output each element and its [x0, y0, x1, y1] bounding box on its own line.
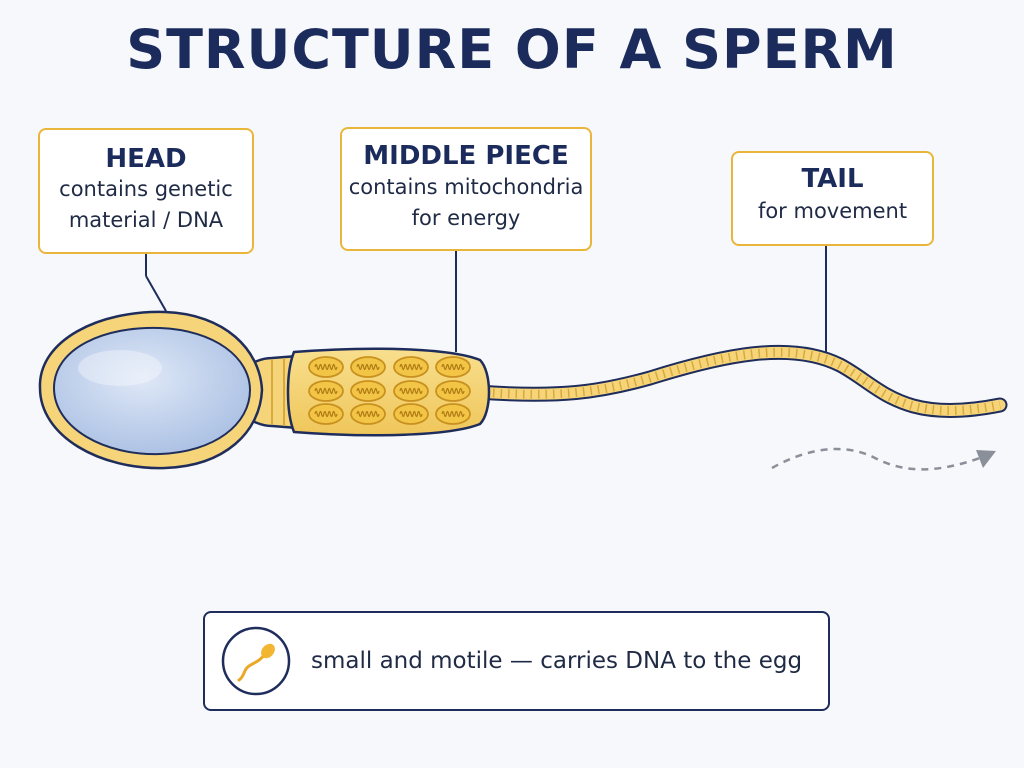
mitochondrion-icon: [350, 403, 386, 425]
summary-box: small and motile — carries DNA to the eg…: [203, 611, 830, 711]
mitochondrion-icon: [435, 356, 471, 378]
middle-piece-label-box: MIDDLE PIECE contains mitochondria for e…: [340, 127, 592, 251]
mitochondrion-icon: [393, 356, 429, 378]
head-label-box: HEAD contains genetic material / DNA: [38, 128, 254, 254]
mitochondrion-icon: [393, 403, 429, 425]
middle-piece-label-desc-line-1: contains mitochondria: [348, 175, 584, 199]
mitochondrion-icon: [350, 356, 386, 378]
head-leader-line-diagonal: [145, 275, 167, 312]
summary-text: small and motile — carries DNA to the eg…: [311, 648, 803, 674]
motion-arrow-icon: [771, 447, 996, 471]
tail-label-title: TAIL: [801, 164, 864, 194]
tail-label-desc-line-1: for movement: [757, 199, 908, 223]
mitochondria-cluster: [308, 356, 471, 425]
mitochondrion-icon: [393, 380, 429, 402]
mitochondrion-icon: [435, 380, 471, 402]
mitochondrion-icon: [308, 403, 344, 425]
sperm-middle-piece: [286, 347, 491, 437]
page-title: STRUCTURE OF A SPERM: [126, 18, 898, 81]
tail-label-box: TAIL for movement: [731, 151, 934, 246]
head-label-title: HEAD: [105, 144, 187, 174]
middle-piece-label-title: MIDDLE PIECE: [363, 141, 569, 171]
head-label-desc-line-1: contains genetic: [59, 177, 233, 201]
mitochondrion-icon: [350, 380, 386, 402]
mitochondrion-icon: [308, 356, 344, 378]
sperm-tail: [470, 344, 1008, 418]
mitochondrion-icon: [435, 403, 471, 425]
mitochondrion-icon: [308, 380, 344, 402]
sperm-icon: [221, 626, 291, 696]
middle-piece-label-desc-line-2: for energy: [411, 206, 521, 230]
sperm-head: [38, 310, 264, 470]
head-label-desc-line-2: material / DNA: [68, 208, 224, 232]
